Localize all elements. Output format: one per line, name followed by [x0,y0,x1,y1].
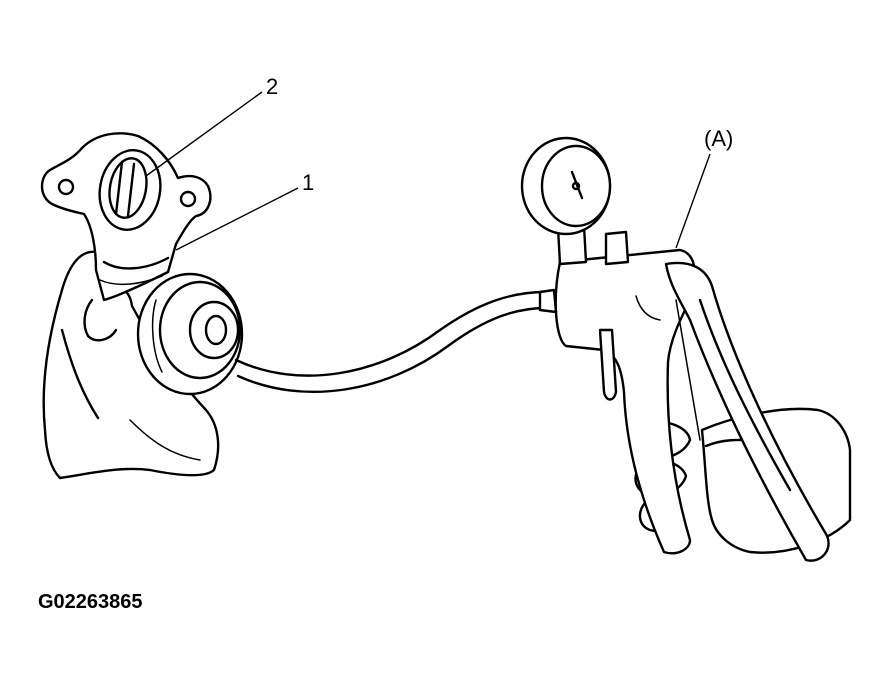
vacuum-hose [234,290,548,394]
callout-2: 2 [266,74,278,99]
hose-adapter-cap [136,272,244,396]
leader-line-A [675,153,711,249]
leader-line-2 [145,91,263,177]
thermostat-part-2 [108,157,148,219]
leader-line-1 [175,187,299,251]
callout-A: (A) [704,126,733,151]
figure-id: G02263865 [38,591,143,613]
callout-1: 1 [302,170,314,195]
vacuum-pump-tool-A [520,136,830,562]
